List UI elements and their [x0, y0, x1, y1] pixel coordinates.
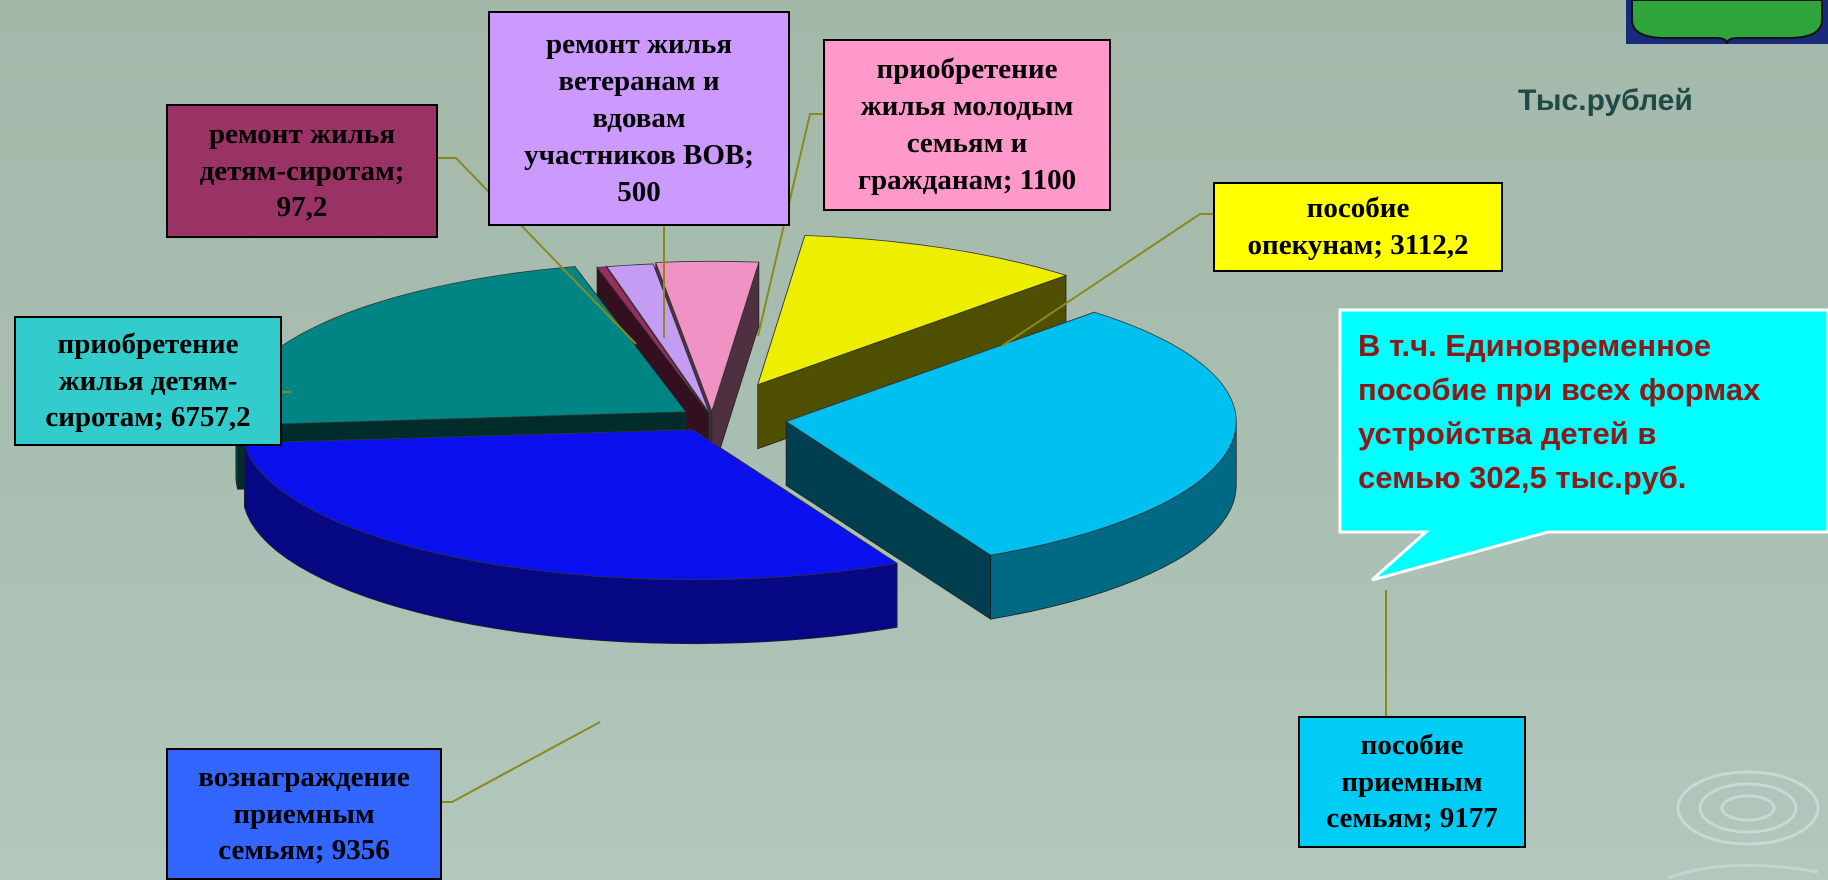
data-label-5: ремонт жилья ветеранам и вдовам участник…	[488, 11, 790, 226]
leader-line-0	[1001, 213, 1213, 347]
data-label-4: ремонт жилья детям-сиротам; 97,2	[166, 104, 438, 238]
unit-label: Тыс.рублей	[1518, 84, 1693, 117]
pie-slice-2	[243, 428, 899, 645]
data-label-3: приобретение жилья детям- сиротам; 6757,…	[14, 316, 282, 446]
data-label-0: пособие опекунам; 3112,2	[1213, 182, 1503, 272]
data-label-6: приобретение жилья молодым семьям и граж…	[823, 39, 1111, 211]
data-label-1: пособие приемным семьям; 9177	[1298, 716, 1526, 848]
data-label-2: вознаграждение приемным семьям; 9356	[166, 748, 442, 880]
callout-text: В т.ч. Единовременное пособие при всех ф…	[1358, 328, 1761, 496]
leader-line-6	[757, 113, 823, 337]
leader-line-4	[438, 157, 637, 345]
emblem-logo	[1626, 0, 1828, 44]
leader-line-2	[442, 721, 601, 803]
pie-slice-1	[785, 311, 1237, 620]
watermark-ripple-icon	[1668, 770, 1820, 880]
